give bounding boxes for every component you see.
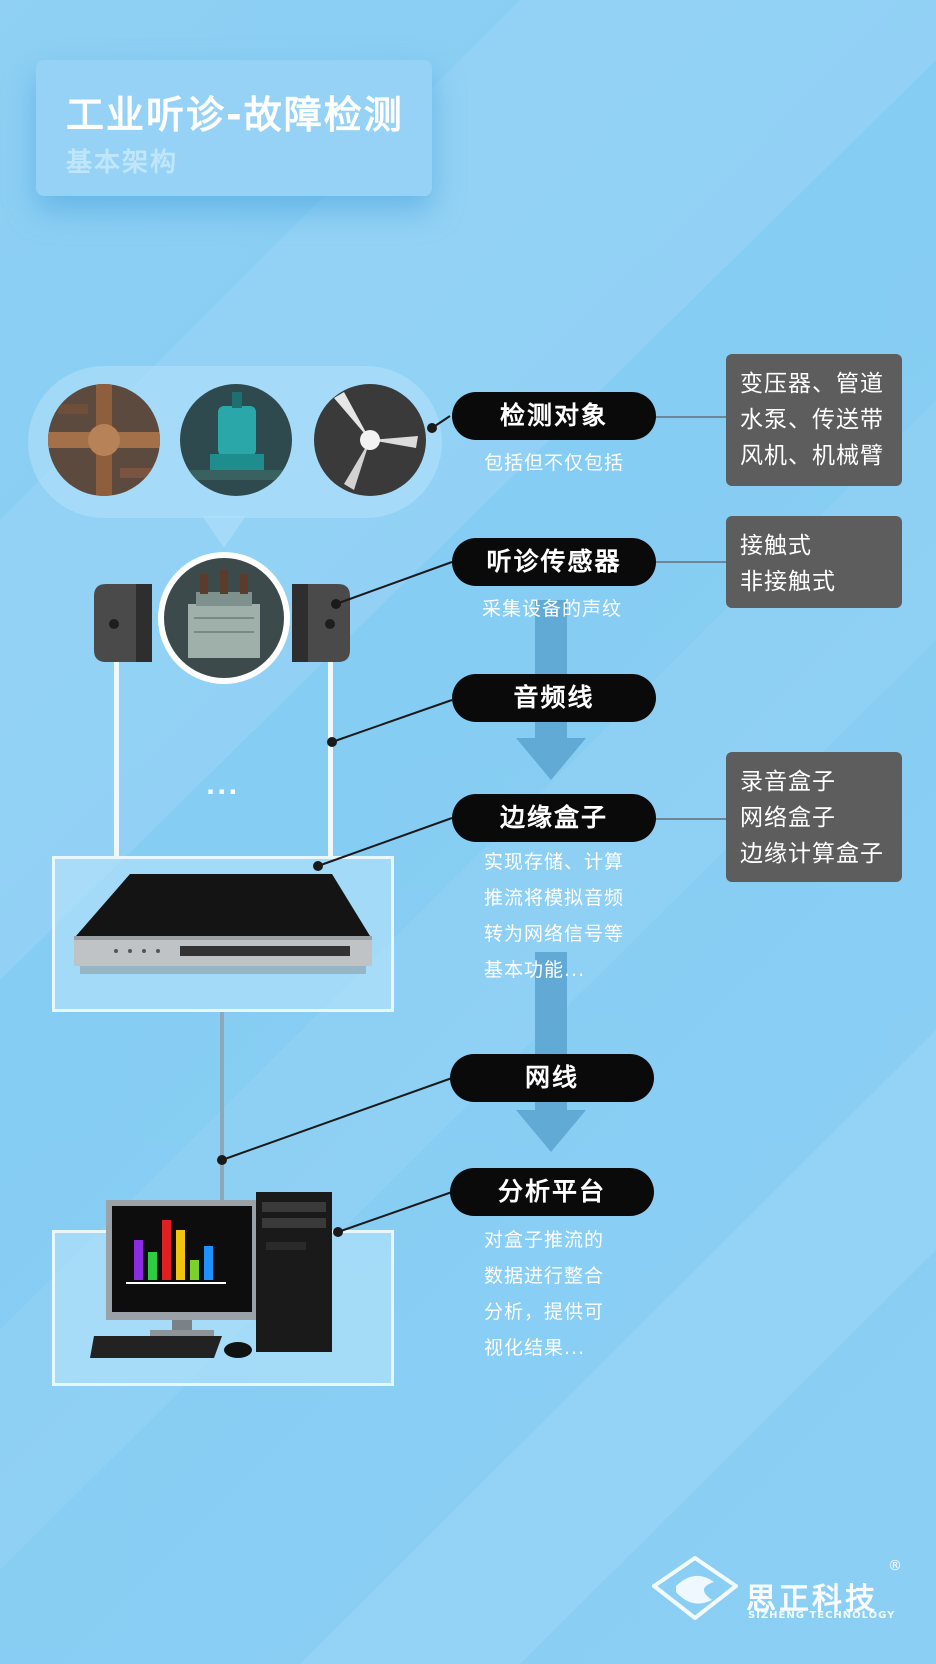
page-title: 工业听诊-故障检测 bbox=[66, 93, 404, 137]
sensor-types-box: 接触式 非接触式 bbox=[726, 516, 902, 608]
caption-line: 对盒子推流的 bbox=[484, 1229, 605, 1251]
box-type-item: 录音盒子 bbox=[740, 769, 836, 795]
company-logo-name-en: SIZHENG TECHNOLOGY bbox=[748, 1610, 896, 1621]
node-analysis-platform: 分析平台 bbox=[450, 1168, 654, 1216]
node-analysis-platform-caption: 对盒子推流的 数据进行整合 分析，提供可 视化结果... bbox=[484, 1222, 604, 1366]
node-detection-object-caption: 包括但不仅包括 bbox=[484, 452, 625, 474]
edge-box-device bbox=[74, 874, 372, 974]
page-subtitle: 基本架构 bbox=[66, 148, 179, 178]
computer-with-chart bbox=[90, 1192, 332, 1358]
node-sensor: 听诊传感器 bbox=[452, 538, 656, 586]
wind-turbine-photo bbox=[314, 384, 426, 496]
network-cable bbox=[220, 1012, 224, 1234]
audio-cable-left bbox=[114, 662, 119, 858]
registered-mark: ® bbox=[888, 1558, 902, 1574]
objects-list-item: 风机、机械臂 bbox=[740, 443, 884, 469]
transformer-photo bbox=[158, 552, 290, 684]
connector-sensors bbox=[654, 561, 726, 563]
caption-line: 实现存储、计算 bbox=[484, 851, 625, 873]
node-edge-box: 边缘盒子 bbox=[452, 794, 656, 842]
more-sensors-ellipsis: ... bbox=[206, 772, 240, 800]
sensor-type-item: 非接触式 bbox=[740, 569, 836, 595]
caption-line: 视化结果... bbox=[484, 1337, 586, 1359]
caption-line: 基本功能... bbox=[484, 959, 586, 981]
objects-list-item: 变压器、管道 bbox=[740, 371, 884, 397]
node-network-cable: 网线 bbox=[450, 1054, 654, 1102]
pipes-photo bbox=[48, 384, 160, 496]
caption-line: 分析，提供可 bbox=[484, 1301, 605, 1323]
bubble-tail bbox=[202, 516, 246, 548]
caption-line: 转为网络信号等 bbox=[484, 923, 625, 945]
node-detection-object: 检测对象 bbox=[452, 392, 656, 440]
company-logo-name: 思正科技 bbox=[746, 1582, 878, 1617]
title-card bbox=[36, 60, 432, 196]
connector-box-types bbox=[654, 818, 726, 820]
objects-list-box: 变压器、管道 水泵、传送带 风机、机械臂 bbox=[726, 354, 902, 486]
node-sensor-caption: 采集设备的声纹 bbox=[482, 598, 623, 620]
pump-photo bbox=[180, 384, 292, 496]
box-types-box: 录音盒子 网络盒子 边缘计算盒子 bbox=[726, 752, 902, 882]
box-type-item: 网络盒子 bbox=[740, 805, 836, 831]
sensor-type-item: 接触式 bbox=[740, 533, 812, 559]
node-audio-cable: 音频线 bbox=[452, 674, 656, 722]
audio-cable-right bbox=[328, 662, 333, 858]
connector-objects bbox=[654, 416, 726, 418]
objects-list-item: 水泵、传送带 bbox=[740, 407, 884, 433]
caption-line: 推流将模拟音频 bbox=[484, 887, 625, 909]
box-type-item: 边缘计算盒子 bbox=[740, 841, 884, 867]
company-logo-icon bbox=[652, 1556, 738, 1620]
sensor-icon bbox=[94, 584, 152, 662]
node-edge-box-caption: 实现存储、计算 推流将模拟音频 转为网络信号等 基本功能... bbox=[484, 844, 624, 988]
caption-line: 数据进行整合 bbox=[484, 1265, 605, 1287]
